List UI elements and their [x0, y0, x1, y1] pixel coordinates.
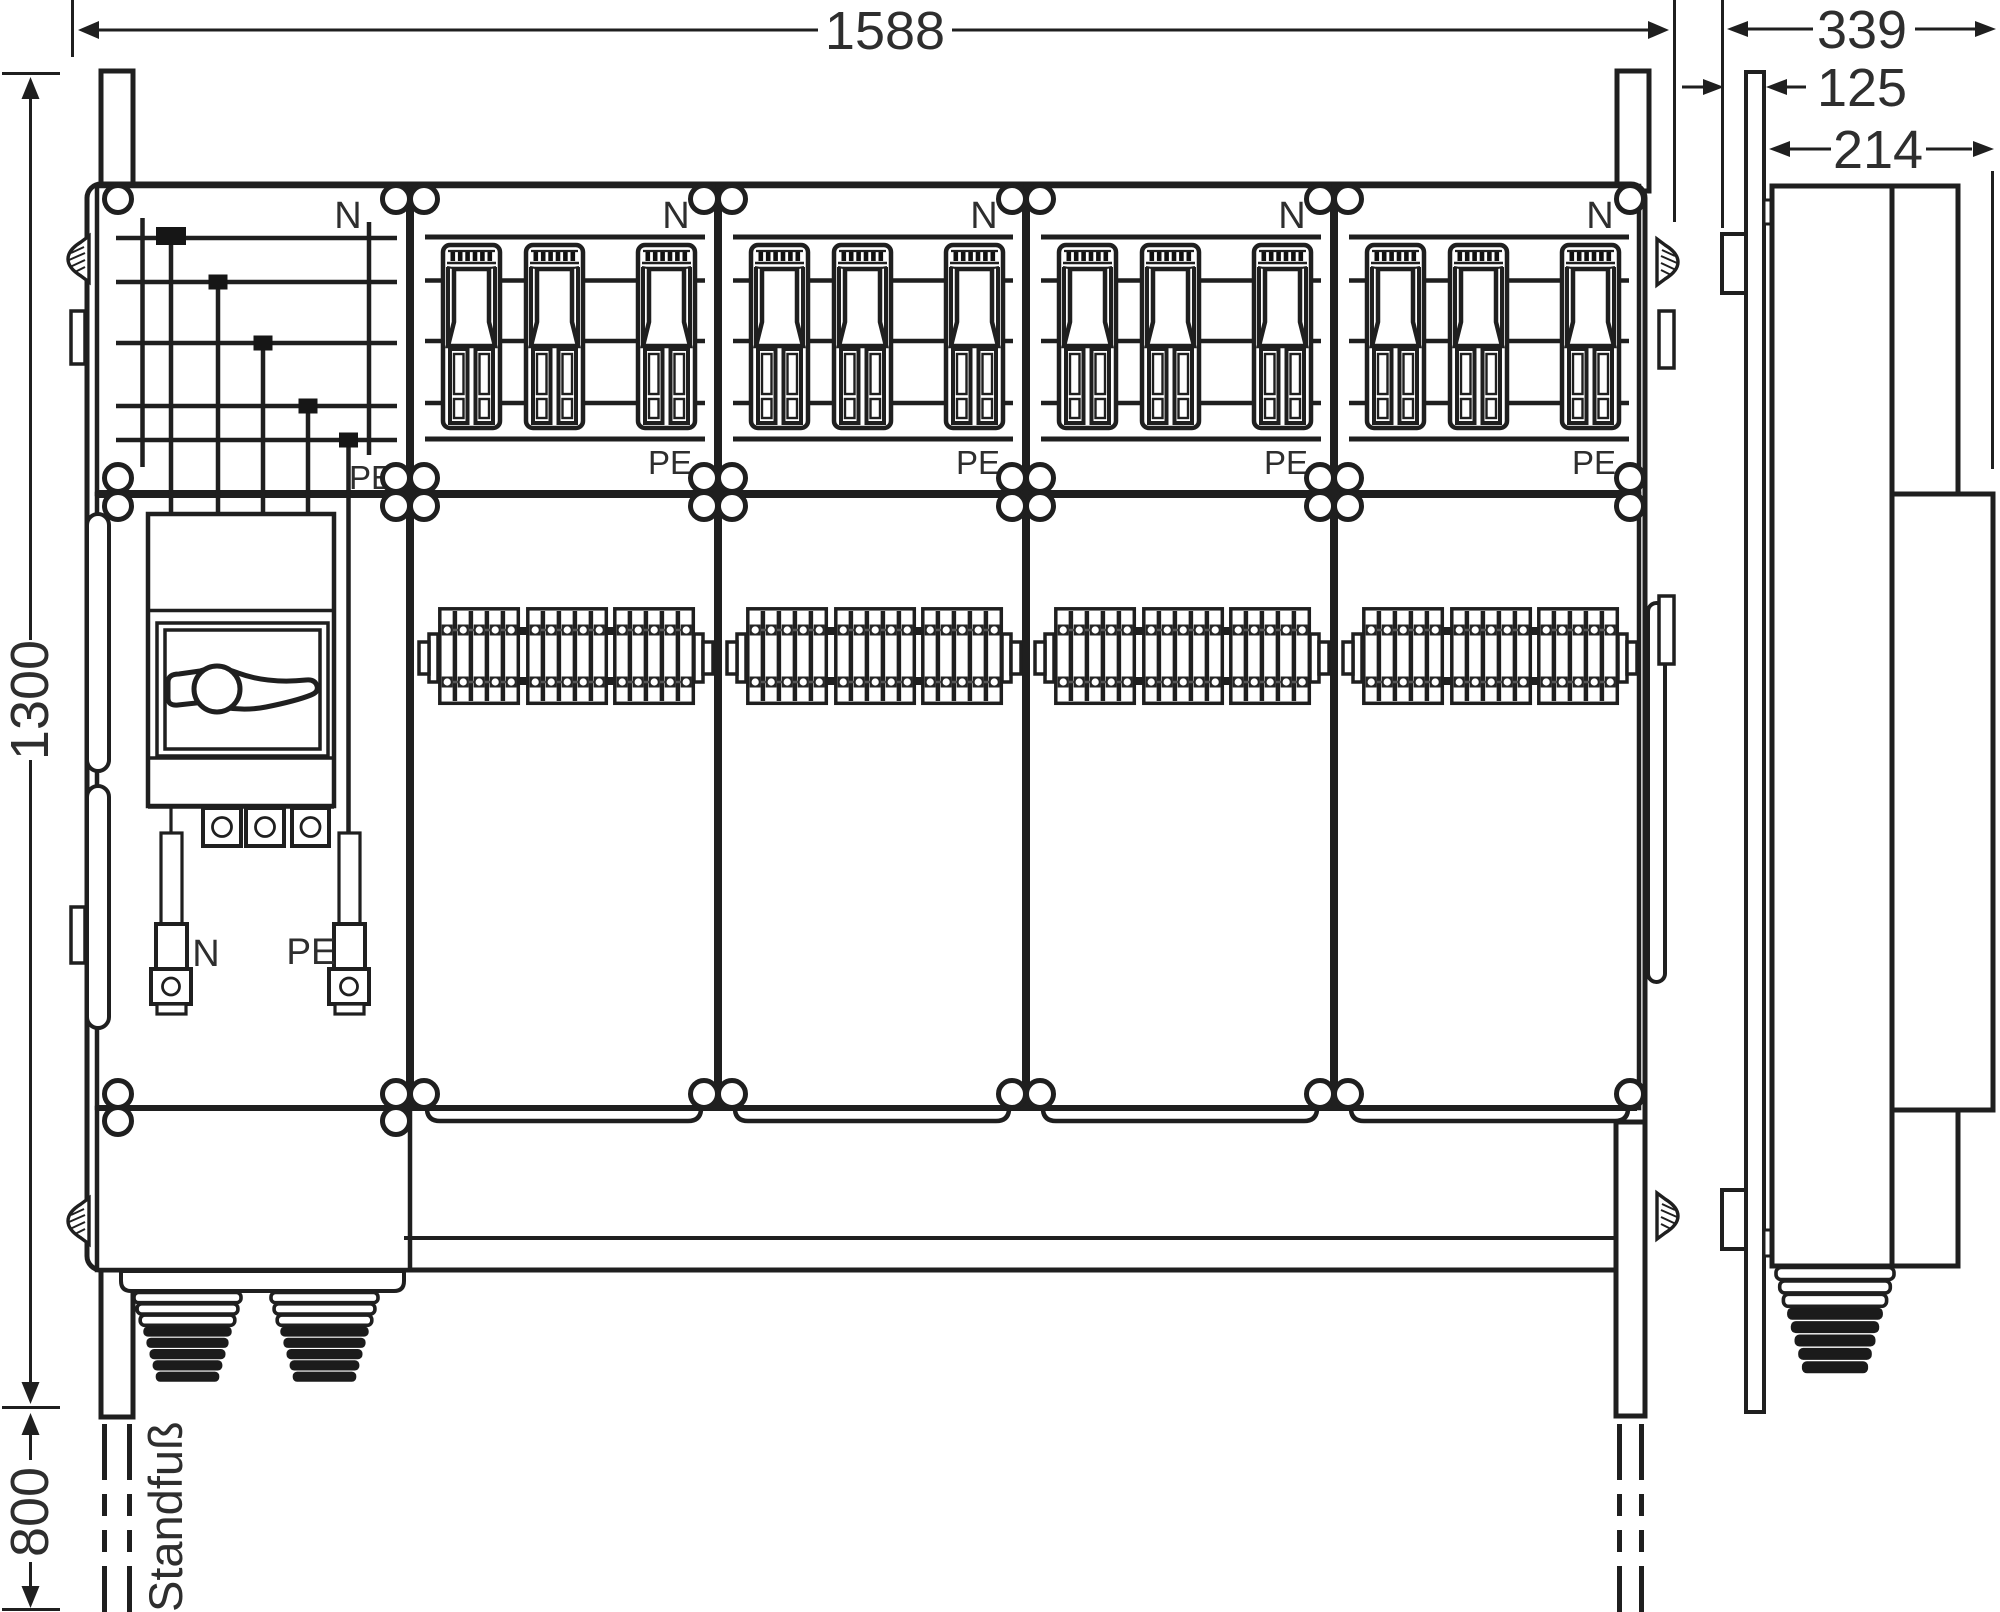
svg-text:N: N: [1586, 195, 1613, 237]
svg-text:N: N: [970, 195, 997, 237]
svg-text:N: N: [1278, 195, 1305, 237]
svg-text:1300: 1300: [0, 640, 60, 760]
svg-text:214: 214: [1833, 120, 1923, 180]
svg-text:800: 800: [0, 1467, 60, 1557]
svg-text:N: N: [334, 195, 361, 237]
svg-text:PE: PE: [1572, 444, 1616, 481]
svg-text:125: 125: [1817, 58, 1907, 118]
svg-text:PE: PE: [956, 444, 1000, 481]
svg-text:N: N: [192, 933, 219, 975]
svg-text:PE: PE: [1264, 444, 1308, 481]
svg-text:339: 339: [1817, 0, 1907, 60]
svg-text:1588: 1588: [825, 1, 945, 61]
svg-text:Standfuß: Standfuß: [139, 1421, 192, 1612]
svg-text:PE: PE: [286, 931, 335, 972]
svg-text:N: N: [662, 195, 689, 237]
svg-text:PE: PE: [648, 444, 692, 481]
